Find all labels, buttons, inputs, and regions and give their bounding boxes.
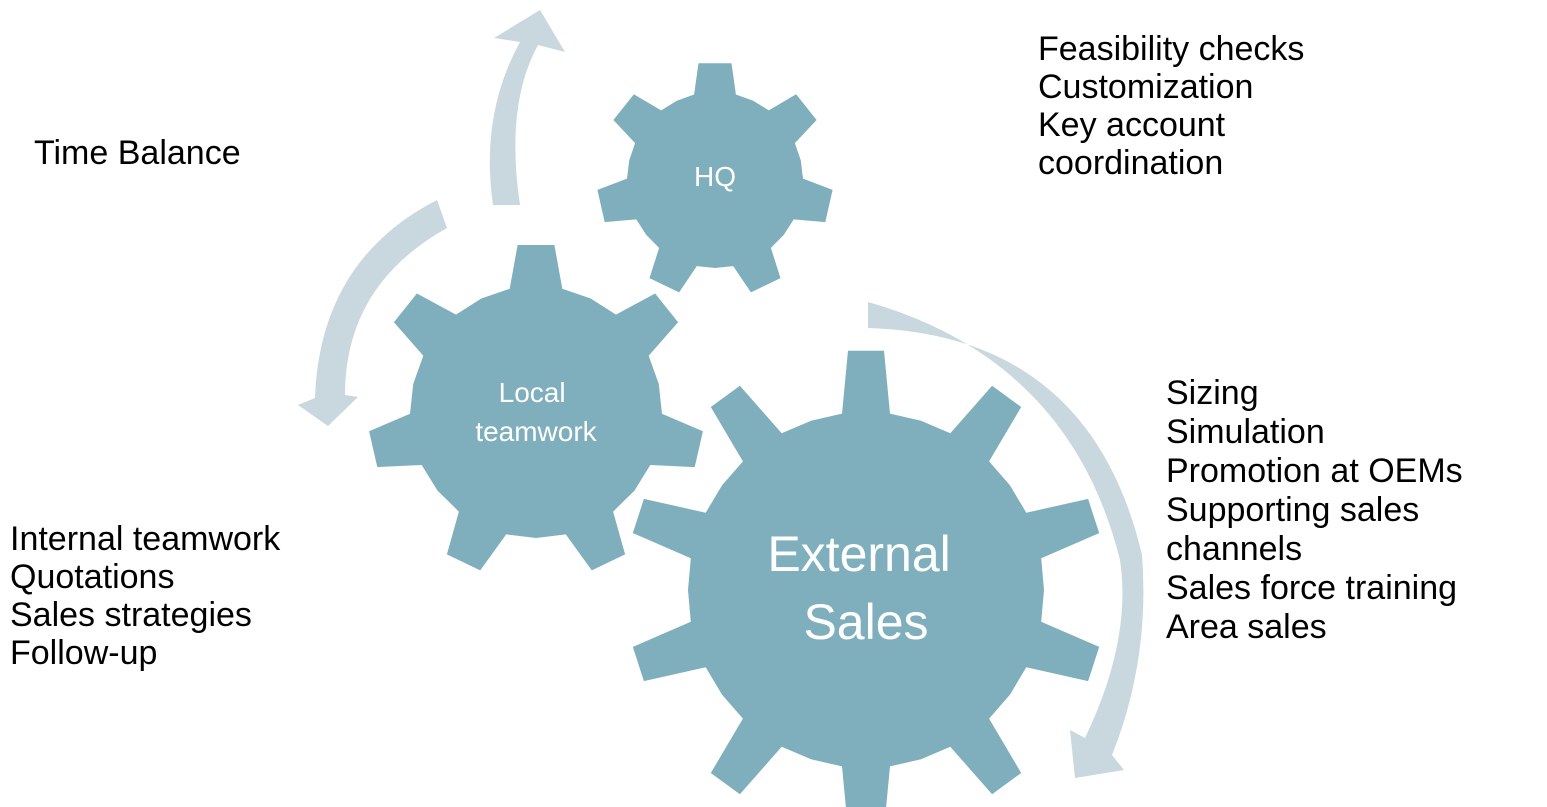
- hq-note-item: Customization: [1038, 68, 1254, 106]
- external-note-item: Simulation: [1166, 413, 1325, 451]
- arrow-to-local: [298, 200, 447, 426]
- external-note-item: Promotion at OEMs: [1166, 452, 1463, 490]
- local-note-item: Sales strategies: [10, 596, 252, 634]
- external-note-item: Sizing: [1166, 374, 1259, 412]
- external-note-item: Area sales: [1166, 608, 1327, 646]
- external-note-item: Supporting sales: [1166, 491, 1420, 529]
- local-gear-label: Local teamwork: [475, 377, 597, 447]
- external-note-item: Sales force training: [1166, 569, 1458, 607]
- local-gear-label-line: Local: [499, 377, 566, 408]
- hq-responsibilities-list: Feasibility checks Customization Key acc…: [1038, 30, 1304, 182]
- external-gear-label-line: External: [767, 526, 950, 582]
- hq-note-item: Feasibility checks: [1038, 30, 1305, 68]
- external-gear-label-line: Sales: [803, 594, 928, 650]
- external-sales-gear: [632, 350, 1100, 807]
- hq-note-item: Key account: [1038, 106, 1226, 144]
- hq-gear-label: HQ: [694, 161, 736, 192]
- hq-gear: [597, 63, 833, 293]
- external-gear-label: External Sales: [767, 526, 964, 650]
- external-note-item: channels: [1166, 530, 1303, 568]
- local-note-item: Internal teamwork: [10, 520, 281, 558]
- hq-note-item: coordination: [1038, 144, 1224, 182]
- arrow-to-hq: [489, 10, 565, 205]
- local-gear-label-line: teamwork: [475, 416, 597, 447]
- local-responsibilities-list: Internal teamwork Quotations Sales strat…: [10, 520, 280, 672]
- arrow-to-external: [868, 302, 1144, 778]
- local-teamwork-gear: [369, 245, 703, 571]
- external-responsibilities-list: Sizing Simulation Promotion at OEMs Supp…: [1166, 374, 1463, 647]
- local-note-item: Follow-up: [10, 634, 158, 672]
- time-balance-text: Time Balance: [34, 134, 241, 172]
- time-balance-label: Time Balance: [34, 134, 241, 172]
- local-note-item: Quotations: [10, 558, 175, 596]
